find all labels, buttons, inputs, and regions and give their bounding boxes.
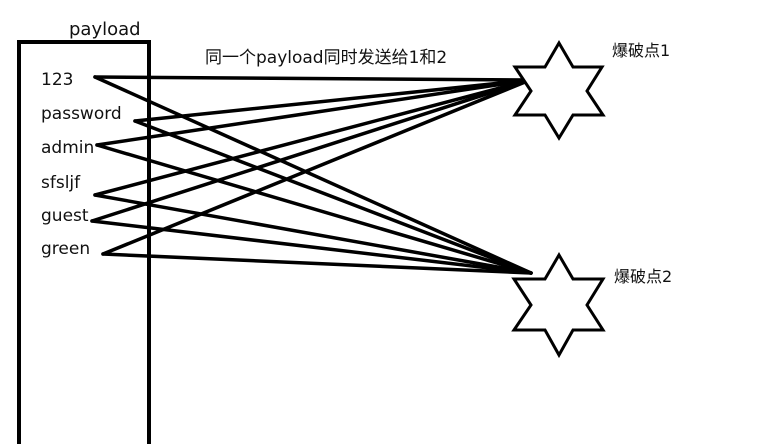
edge-payload-4-to-target-1 bbox=[93, 78, 532, 197]
target-2-star-icon bbox=[511, 252, 606, 359]
payload-item-2: password bbox=[41, 104, 122, 124]
edge-payload-1-to-target-1 bbox=[93, 75, 532, 82]
connection-lines bbox=[90, 75, 533, 275]
target-1-star-icon bbox=[512, 40, 606, 141]
edge-payload-3-to-target-1 bbox=[95, 78, 532, 147]
edge-payload-6-to-target-1 bbox=[101, 78, 532, 256]
payload-item-5: guest bbox=[41, 206, 89, 226]
edge-payload-2-to-target-1 bbox=[133, 78, 532, 123]
payload-item-6: green bbox=[41, 239, 90, 259]
payload-item-4: sfsljf bbox=[41, 173, 81, 193]
payload-box bbox=[17, 40, 151, 444]
edge-payload-3-to-target-2 bbox=[95, 143, 533, 275]
diagram-caption: 同一个payload同时发送给1和2 bbox=[205, 48, 447, 68]
payload-box-title: payload bbox=[69, 19, 141, 40]
target-1-label: 爆破点1 bbox=[612, 41, 670, 60]
payload-item-3: admin bbox=[41, 138, 94, 158]
edge-payload-6-to-target-2 bbox=[101, 252, 533, 275]
target-2-label: 爆破点2 bbox=[614, 267, 672, 286]
edge-payload-4-to-target-2 bbox=[93, 193, 533, 275]
edge-payload-2-to-target-2 bbox=[133, 119, 533, 275]
payload-item-1: 123 bbox=[41, 70, 73, 90]
edge-payload-1-to-target-2 bbox=[93, 75, 533, 275]
edge-payload-5-to-target-1 bbox=[90, 78, 532, 223]
